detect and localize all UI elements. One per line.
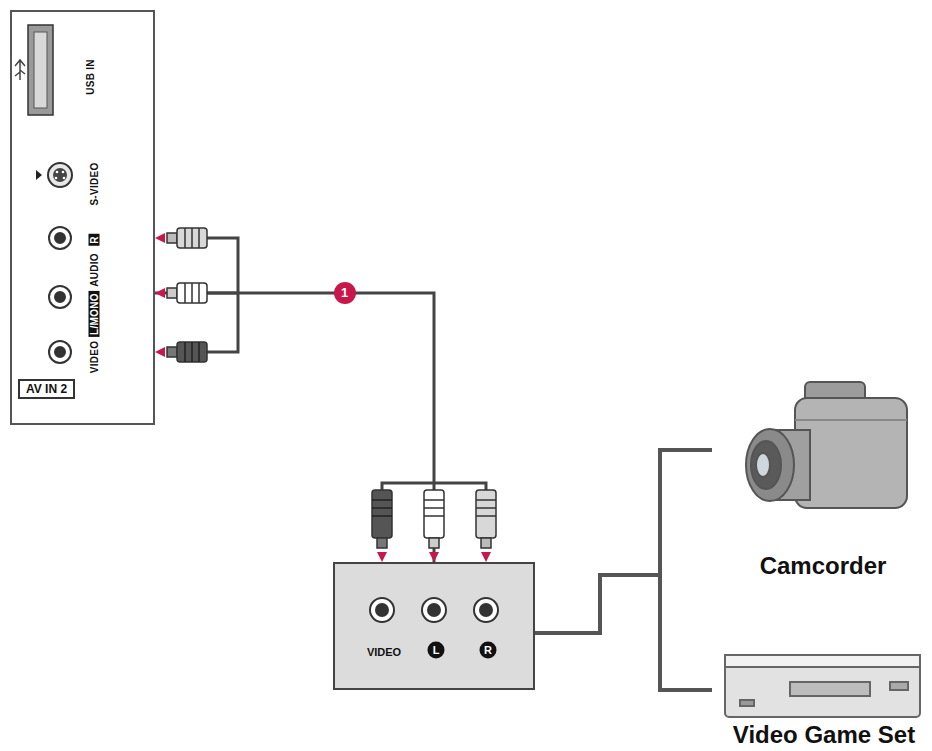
rca-plugs	[167, 228, 207, 362]
device-panel-fill	[333, 562, 535, 690]
video-game-set-device: Video Game Set	[712, 645, 932, 749]
camcorder-picture	[746, 382, 907, 508]
device-connection-line	[535, 575, 712, 690]
insert-arrow	[155, 347, 165, 357]
jack-name: L	[428, 642, 445, 659]
device-output-panel: VIDEO L R	[333, 562, 535, 690]
video-game-set-picture	[725, 655, 920, 717]
s-video-jack	[48, 163, 72, 187]
device-name: Camcorder	[712, 552, 932, 580]
usb-port	[28, 25, 53, 115]
camcorder-device: Camcorder	[712, 380, 932, 580]
device-jacks	[370, 598, 498, 622]
rca-plugs	[372, 490, 496, 548]
input-group-box: AV IN 2	[18, 379, 75, 399]
insert-arrow	[155, 233, 165, 243]
port-name: AUDIO	[89, 253, 100, 287]
port-name: R	[89, 234, 100, 246]
input-group-name: AV IN 2	[26, 382, 67, 396]
rca-jacks	[49, 227, 71, 363]
insert-arrow	[481, 552, 491, 562]
port-name: S-VIDEO	[89, 162, 100, 205]
av-cable	[155, 293, 434, 562]
jack-name: R	[480, 642, 497, 659]
cable	[205, 238, 238, 352]
device-connection-line	[535, 450, 712, 633]
jack-name: VIDEO	[367, 646, 401, 658]
device-name: Video Game Set	[712, 721, 932, 749]
port-name: VIDEO	[89, 341, 100, 374]
usb-port-inner	[34, 32, 47, 108]
tv-side-panel: USB IN S-VIDEO R AUDIO L/MONO VIDEO AV IN 2	[10, 10, 155, 425]
port-name: L/MONO	[89, 291, 100, 337]
insert-arrow	[377, 552, 387, 562]
s-video-jack-inner	[53, 168, 67, 182]
port-name: USB IN	[85, 59, 96, 95]
callout-number: 1	[334, 282, 356, 304]
usb-icon	[15, 60, 25, 80]
s-video-marker	[36, 170, 42, 180]
